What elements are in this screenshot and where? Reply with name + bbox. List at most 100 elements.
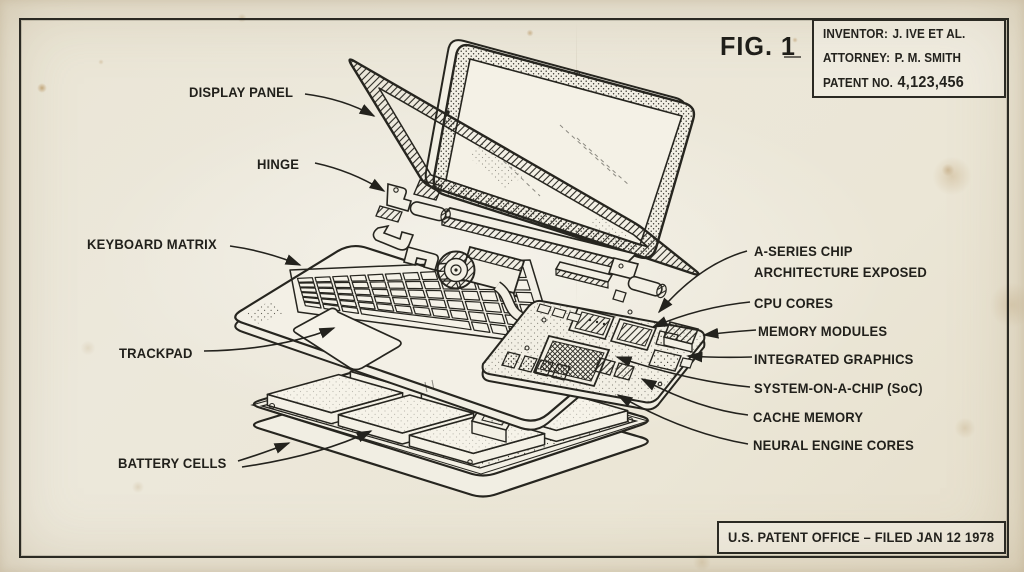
hinge-clutch <box>372 224 415 251</box>
battery-cell-texture <box>338 395 474 433</box>
key <box>410 297 429 307</box>
key <box>407 289 426 299</box>
key <box>353 288 372 296</box>
bezel-camera-dot <box>446 110 450 114</box>
label-a-series-line2: ARCHITECTURE EXPOSED <box>754 264 928 280</box>
key <box>479 290 499 302</box>
key <box>302 296 321 304</box>
key <box>319 292 337 300</box>
arrow-a-series-chip <box>657 250 748 314</box>
deck-texture <box>246 301 283 324</box>
footer-block: U.S. PATENT OFFICE – FILED JAN 12 1978 <box>717 521 1006 554</box>
fold-mark <box>784 56 801 58</box>
neural-engine-chips <box>501 351 571 381</box>
hinge-hardware-left <box>372 182 451 271</box>
label-display-panel: DISPLAY PANEL <box>189 84 294 100</box>
label-hinge: HINGE <box>257 156 300 172</box>
key <box>355 294 374 303</box>
screw-hole <box>626 416 634 424</box>
key <box>316 282 334 288</box>
arrow-keyboard-matrix <box>229 245 302 266</box>
key <box>419 271 439 281</box>
key <box>387 281 406 289</box>
key <box>422 280 442 290</box>
arrow-memory-modules <box>702 327 757 339</box>
attorney-row: ATTORNEY:P. M. SMITH <box>823 50 986 65</box>
key <box>351 281 370 289</box>
label-cpu-cores: CPU CORES <box>754 295 834 311</box>
key <box>482 301 503 313</box>
label-cache-memory: CACHE MEMORY <box>753 409 864 425</box>
key <box>464 300 484 312</box>
key <box>303 301 322 309</box>
screw-hole <box>467 459 473 465</box>
key <box>367 273 385 282</box>
key <box>359 308 472 331</box>
patent-number: 4,123,456 <box>897 74 965 91</box>
board-small-components <box>524 303 663 387</box>
label-a-series-chip: A-SERIES CHIP ARCHITECTURE EXPOSED <box>754 241 927 283</box>
key <box>298 282 316 288</box>
key <box>431 307 450 318</box>
drawing-frame <box>19 18 1009 558</box>
key <box>486 312 506 325</box>
key <box>467 311 488 323</box>
logic-board <box>481 299 706 411</box>
key <box>470 321 491 333</box>
screw-hole <box>268 402 276 410</box>
key <box>373 295 392 305</box>
arrow-cpu-cores <box>651 301 751 328</box>
bezel-band <box>349 59 699 275</box>
cache-memory-chips <box>594 357 635 381</box>
key <box>461 290 481 301</box>
display-bezel <box>348 58 700 276</box>
key <box>357 301 376 310</box>
label-keyboard-matrix: KEYBOARD MATRIX <box>87 236 217 252</box>
hinge-hardware-right <box>607 257 667 303</box>
key <box>314 276 332 283</box>
key <box>375 303 395 312</box>
key <box>389 289 408 298</box>
key <box>299 287 318 293</box>
key <box>369 281 388 289</box>
arrow-integrated-graphics <box>686 351 753 363</box>
arrow-neural-engine <box>616 394 749 445</box>
key <box>412 306 432 316</box>
label-memory-modules: MEMORY MODULES <box>758 323 888 339</box>
key <box>443 290 463 300</box>
attorney-label: ATTORNEY: <box>823 50 891 65</box>
arrow-battery-cells-1 <box>237 442 291 462</box>
label-a-series-line1: A-SERIES CHIP <box>754 243 853 259</box>
key <box>394 304 413 314</box>
screen-shading <box>470 140 525 190</box>
key <box>449 309 469 321</box>
arrow-trackpad <box>203 327 336 352</box>
key <box>337 293 356 302</box>
arrow-battery-cells-2 <box>241 430 373 468</box>
label-battery-cells: BATTERY CELLS <box>118 455 227 471</box>
label-trackpad: TRACKPAD <box>119 345 193 361</box>
arrow-hinge <box>314 162 386 192</box>
hinge-clamp <box>403 246 439 271</box>
key <box>349 274 368 282</box>
camera-dot <box>574 70 580 76</box>
key <box>320 298 339 306</box>
footer-text: U.S. PATENT OFFICE – FILED JAN 12 1978 <box>728 530 995 545</box>
inventor-value: J. IVE ET AL. <box>892 26 966 41</box>
key <box>446 299 466 310</box>
key <box>339 299 358 308</box>
title-block: INVENTOR:J. IVE ET AL. ATTORNEY:P. M. SM… <box>812 19 1006 98</box>
attorney-value: P. M. SMITH <box>894 50 962 65</box>
key <box>428 298 447 309</box>
arrow-cache-memory <box>640 378 749 416</box>
figure-label: FIG. 1 <box>720 31 796 61</box>
key <box>333 281 352 289</box>
key <box>515 291 535 304</box>
trackpad <box>292 307 402 371</box>
key <box>332 275 350 282</box>
key <box>317 287 336 294</box>
key <box>340 305 360 314</box>
patent-row: PATENT NO.4,123,456 <box>823 74 986 92</box>
